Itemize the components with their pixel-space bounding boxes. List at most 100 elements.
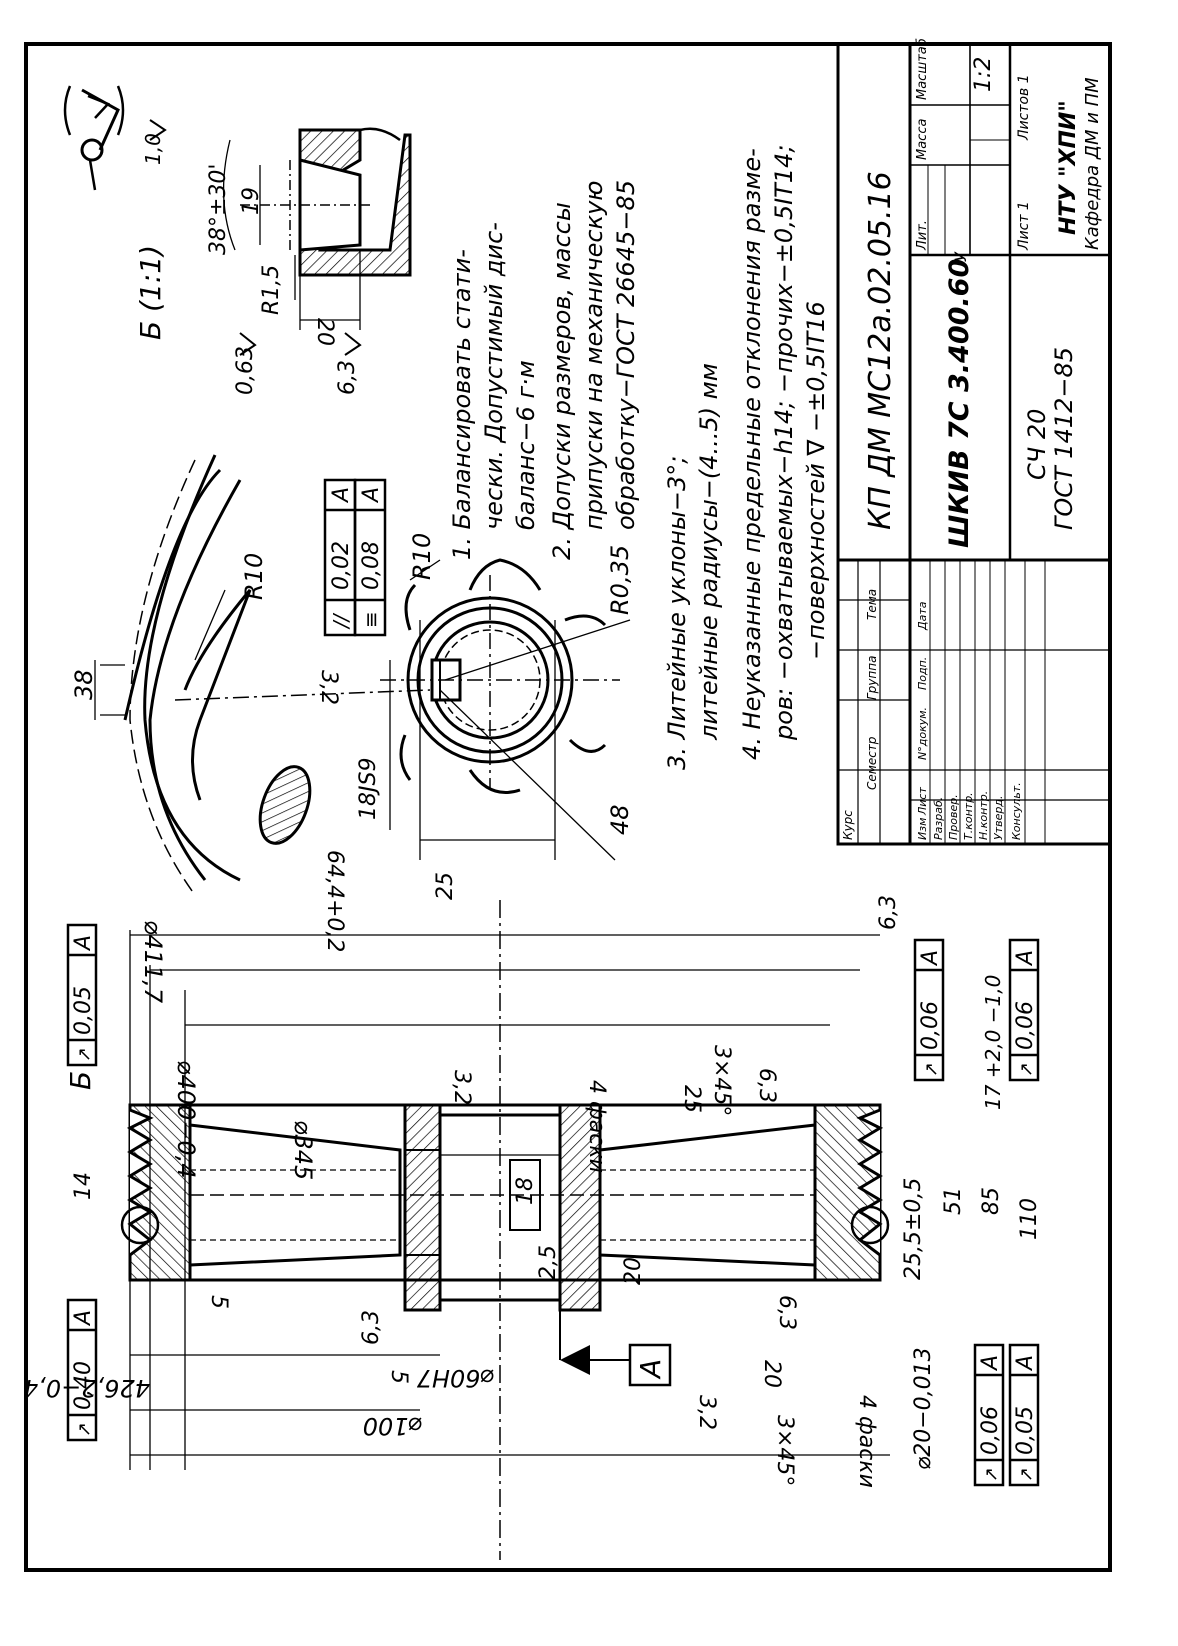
title-designation: КП ДМ МС12а.02.05.16 — [863, 171, 898, 530]
hub-diameter: 48 — [606, 804, 634, 835]
hub-key-width: 18JS9 — [356, 758, 381, 820]
title-sign-col: N°докум. — [916, 707, 929, 760]
title-col-lit: Лит. — [915, 220, 930, 251]
section-b-depth: 19 — [239, 187, 264, 215]
technical-notes: 1. Балансировать стати- чески. Допустимы… — [448, 145, 830, 770]
tol-symmetry-base: A — [359, 487, 384, 504]
symmetry-icon: ≡ — [359, 611, 383, 628]
section-b-width: 20 — [312, 318, 337, 346]
runout-06c-value: 0,06 — [978, 1406, 1003, 1455]
title-sheet: Лист 1 — [1016, 201, 1032, 251]
dim-85: 85 — [979, 1187, 1004, 1215]
title-sheets: Листов 1 — [1016, 74, 1032, 141]
runout-40-value: 0,40 — [71, 1361, 96, 1410]
note-line: чески. Допустимый дис- — [480, 222, 508, 530]
dim-d-outer: ⌀411,7 — [139, 920, 167, 1004]
dim-110: 110 — [1017, 1198, 1042, 1240]
runout-icon: ↗ — [1016, 1467, 1037, 1482]
roughness-6-3b: 6,3 — [774, 1295, 799, 1330]
hub-roughness-key: 3,2 — [316, 670, 341, 705]
section-b-detail: Б (1:1) 19 38°±30' 1,0 20 R1,5 0,63 6,3 — [134, 119, 412, 395]
note-line: баланс−6 г·м — [512, 360, 540, 530]
dim-18: 18 — [513, 1177, 538, 1205]
dim-d-groove: ⌀400−0,4 — [172, 1060, 200, 1179]
datum-a: A — [634, 1359, 667, 1380]
title-lit-value: У — [951, 251, 970, 262]
runout-06b-base: A — [1013, 950, 1038, 967]
note-line: 1. Балансировать стати- — [448, 249, 476, 560]
hub-spoke-width: 38 — [70, 669, 98, 700]
title-org-1: НТУ "ХПИ" — [1056, 100, 1081, 235]
section-b-radius: R1,5 — [259, 265, 284, 315]
general-roughness-symbol — [63, 85, 125, 191]
runout-06a-base: A — [918, 950, 943, 967]
dim-5-top: 5 — [206, 1295, 231, 1309]
chamfer-bottom: 4 фаски — [854, 1395, 879, 1488]
tol-parallel-value: 0,02 — [329, 541, 354, 590]
chamfer-top: 4 фаски — [584, 1080, 609, 1173]
dim-20: 20 — [621, 1257, 646, 1285]
section-b-roughness-bottom: 6,3 — [335, 360, 360, 395]
title-role: Утверд. — [992, 796, 1005, 840]
runout-frames: A 0,05 ↗ A 0,40 ↗ A 0,06 ↗ A 0,06 ↗ A 0,… — [66, 923, 1040, 1487]
runout-06b-value: 0,06 — [1013, 1001, 1038, 1050]
note-line: литейные радиусы−(4...5) мм — [695, 363, 723, 741]
dim-d-100: ⌀100 — [363, 1412, 423, 1440]
section-b-title: Б (1:1) — [134, 245, 167, 340]
hub-key-depth: 64,4+0,2 — [322, 850, 347, 952]
roughness-6-3a: 6,3 — [754, 1068, 779, 1103]
title-sign-col: Подп. — [916, 657, 929, 690]
note-line: припуски на механическую — [580, 181, 608, 530]
runout-top-base: A — [71, 935, 96, 952]
main-section-view: 18 A 426,2−0,4 ⌀411,7 ⌀400−0,4 ⌀345 ⌀100… — [23, 895, 1042, 1560]
roughness-3-2a: 3,2 — [449, 1070, 474, 1105]
dim-2-5: 2,5 — [536, 1245, 561, 1280]
hub-rim-radius: R10 — [240, 553, 268, 600]
note-line: 4. Неуказанные предельные отклонения раз… — [738, 148, 766, 760]
dim-d-hub: ⌀345 — [289, 1120, 317, 1180]
runout-top-value: 0,05 — [71, 986, 96, 1035]
chamfer-top-size: 3×45° — [709, 1045, 734, 1116]
title-sign-col: Лист — [916, 787, 929, 816]
hub-spoke-radius: R10 — [408, 533, 436, 580]
runout-40-base: A — [71, 1310, 96, 1327]
title-sign-col: Изм — [916, 818, 929, 840]
title-header-col: Семестр — [865, 736, 879, 790]
title-col-scale: Масштаб — [915, 38, 930, 100]
runout-icon: ↗ — [921, 1062, 942, 1077]
title-role: Н.контр. — [977, 791, 990, 840]
title-header-col: Курс — [841, 810, 855, 840]
hub-roughness: 25 — [433, 872, 458, 900]
dim-d-bore: ⌀60H7 — [416, 1364, 495, 1392]
hub-view: R10 38 3,2 18JS9 64,4+0,2 25 48 R0,35 R1… — [70, 454, 634, 952]
note-line: −поверхностей ∇ −±0,5IT16 — [802, 301, 830, 660]
runout-05b-value: 0,05 — [1013, 1406, 1038, 1455]
title-header-col: Тема — [865, 589, 879, 620]
title-scale: 1:2 — [971, 57, 996, 92]
chamfer-bottom-size: 3×45° — [772, 1415, 797, 1486]
runout-icon: ↗ — [74, 1047, 95, 1062]
tol-symmetry-value: 0,08 — [359, 541, 384, 590]
title-material-1: СЧ 20 — [1023, 409, 1051, 480]
dim-51: 51 — [941, 1187, 966, 1215]
title-block: КП ДМ МС12а.02.05.16 ШКИВ 7С 3.400.60 СЧ… — [836, 38, 1112, 846]
roughness-3-2b: 3,2 — [694, 1395, 719, 1430]
roughness-20: 20 — [759, 1360, 784, 1388]
title-part-name: ШКИВ 7С 3.400.60 — [944, 259, 975, 548]
tol-parallel-base: A — [329, 487, 354, 504]
hub-fillet-radius: R0,35 — [606, 545, 634, 615]
title-header-col: Группа — [865, 656, 879, 700]
runout-05b-base: A — [1013, 1355, 1038, 1372]
section-b-angle: 38°±30' — [206, 164, 231, 255]
note-line: обработку−ГОСТ 26645−85 — [612, 180, 640, 530]
dim-groove-pitch: 14 — [71, 1172, 96, 1200]
title-role: Консульт. — [1010, 782, 1023, 840]
title-material-2: ГОСТ 1412−85 — [1050, 347, 1078, 530]
title-role: Разраб. — [932, 797, 945, 840]
parallel-icon: // — [329, 612, 353, 630]
title-role: Провер. — [947, 794, 960, 840]
dim-5-left: 5 — [386, 1370, 411, 1384]
note-line: ров: −охватываемых−h14; −прочих−±0,5IT14… — [770, 145, 798, 741]
dim-d-ball: ⌀20−0,013 — [911, 1347, 936, 1470]
